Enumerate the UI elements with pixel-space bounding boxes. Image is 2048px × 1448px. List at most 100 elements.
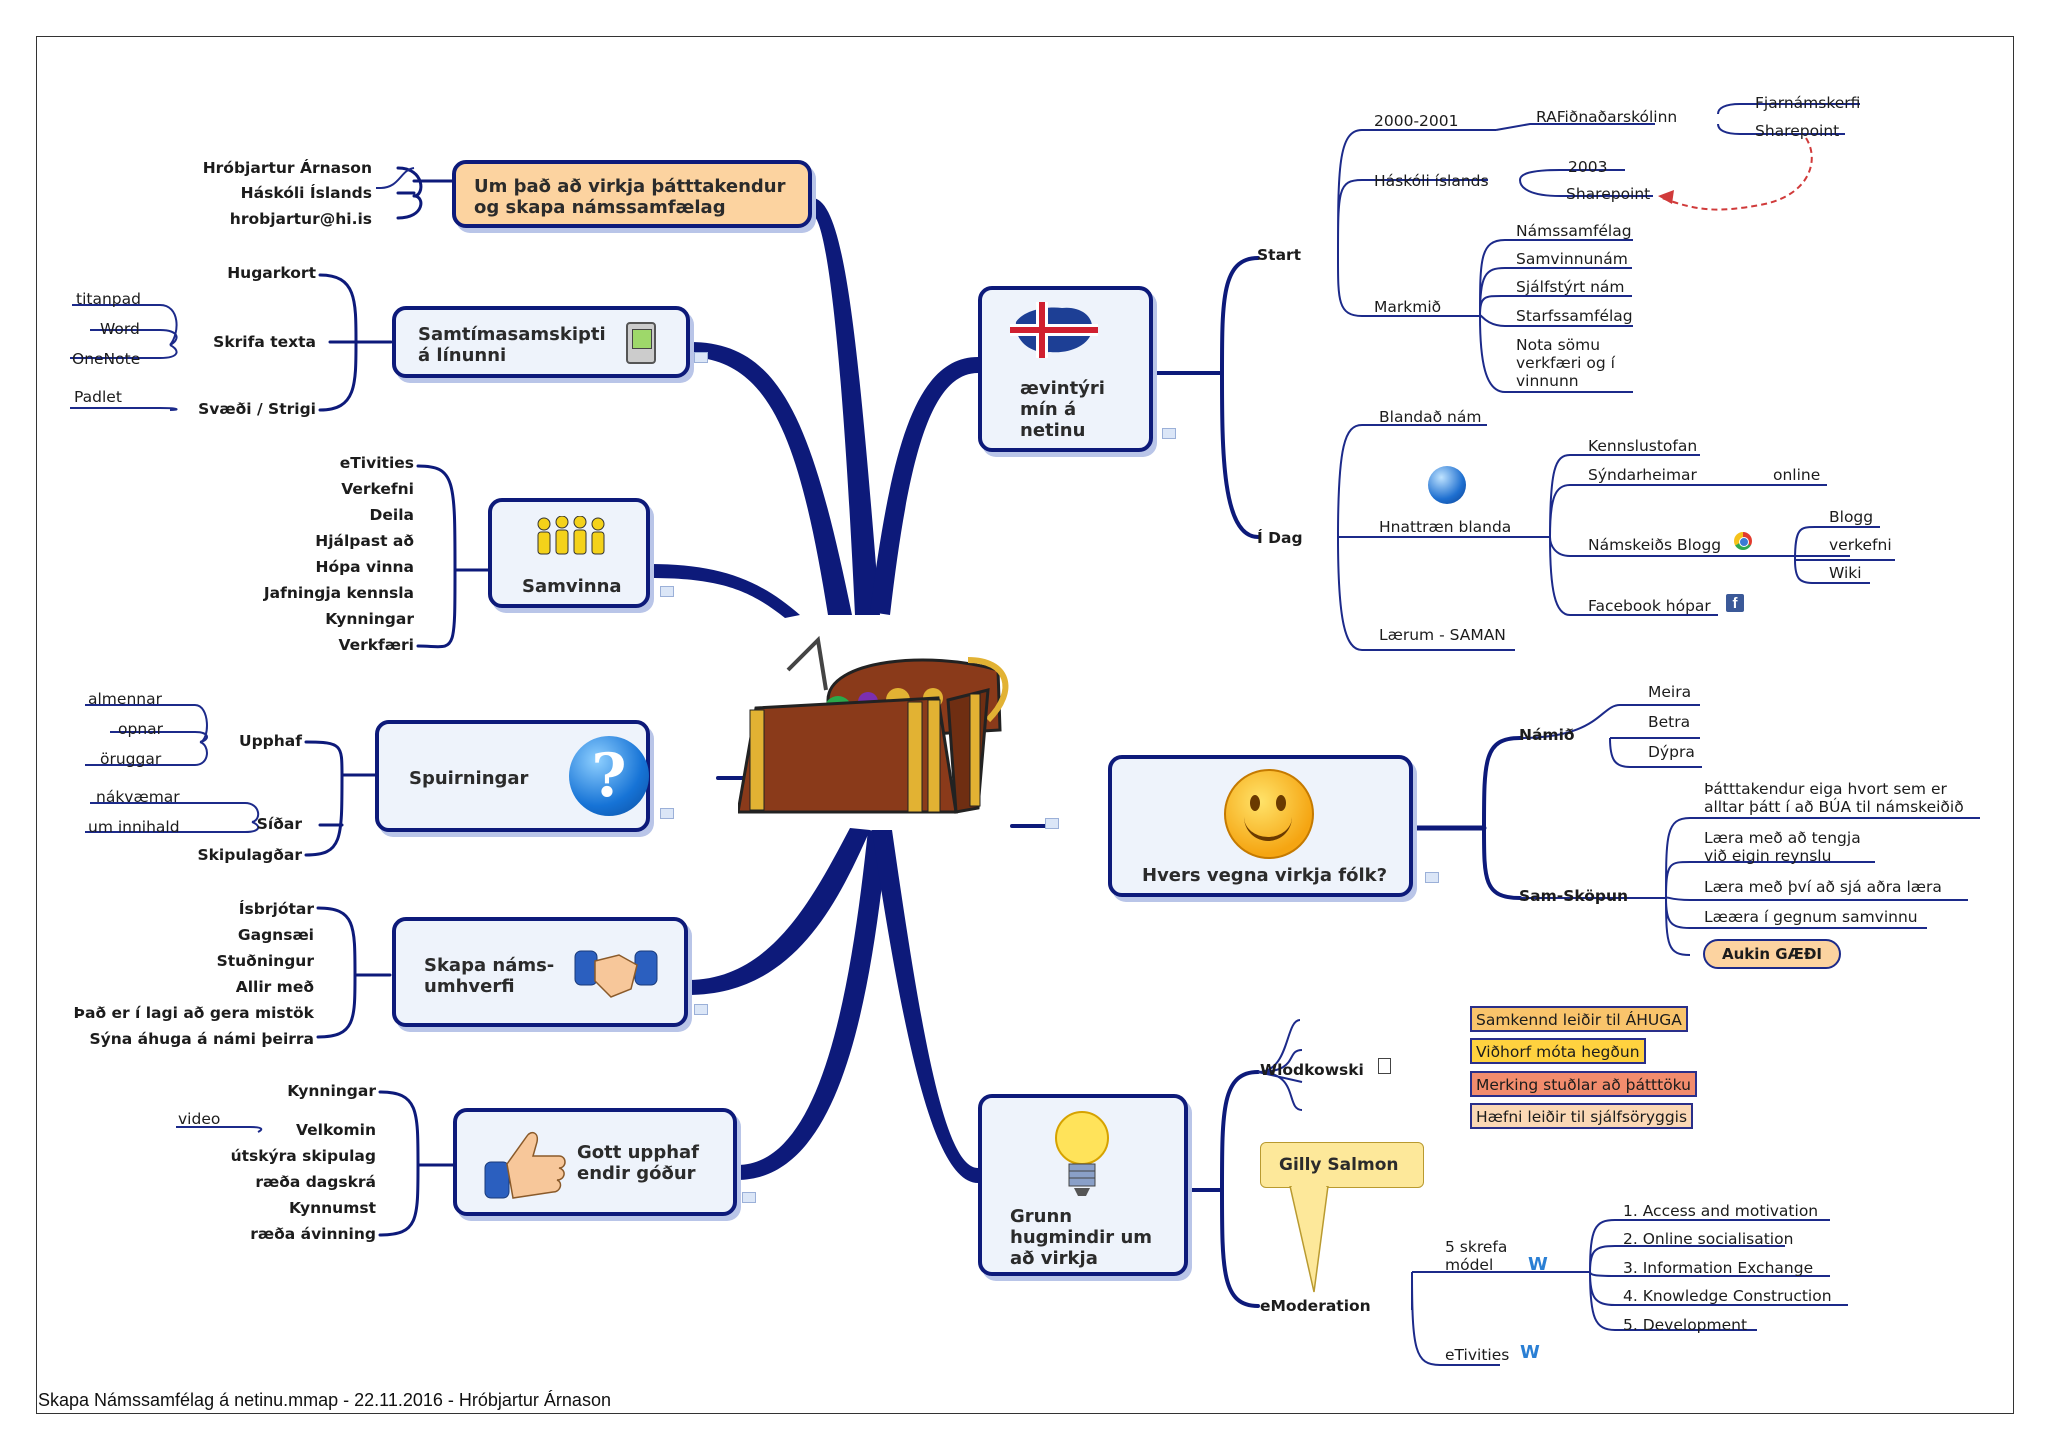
branch-hrobjartur xyxy=(812,198,880,615)
markmid-sub-item: Nota sömu verkfæri og í vinnunn xyxy=(1516,336,1615,390)
samvinna-item: Jafningja kennsla xyxy=(263,584,414,602)
start-rafidn: RAFiðnaðarskólinn xyxy=(1536,108,1678,126)
node-grunn[interactable]: Grunn hugmindir um að virkja xyxy=(978,1094,1188,1276)
markmid-sub-item: Starfssamfélag xyxy=(1516,307,1633,325)
idag-online: online xyxy=(1773,466,1821,484)
start-2000: 2000-2001 xyxy=(1374,112,1459,130)
callout-gilly: Gilly Salmon xyxy=(1260,1142,1424,1188)
start-hi: Háskóli íslands xyxy=(1374,172,1489,190)
note-icon[interactable] xyxy=(742,1192,756,1203)
node-skapa-title: Skapa náms- umhverfi xyxy=(424,955,555,997)
hvers-sam: Sam-Sköpun xyxy=(1519,887,1629,905)
node-hvers-title: Hvers vegna virkja fólk? xyxy=(1142,865,1388,886)
blogg-sub-item: Wiki xyxy=(1829,564,1862,582)
hrobjartur-item: Hróbjartur Árnason xyxy=(202,159,372,177)
blogg-sub-item: verkefni xyxy=(1829,536,1892,554)
thumbs-up-icon xyxy=(483,1126,569,1206)
samtima-item: Svæði / Strigi xyxy=(198,400,316,418)
note-icon[interactable] xyxy=(694,1004,708,1015)
node-skapa[interactable]: Skapa náms- umhverfi xyxy=(392,917,688,1027)
branch-skapa xyxy=(688,828,870,995)
hnattraen-sub-item: Facebook hópar xyxy=(1588,597,1711,615)
skapa-item: Ísbrjótar xyxy=(238,900,314,918)
branch-grunn xyxy=(872,830,978,1183)
hnattraen-sub-item: Sýndarheimar xyxy=(1588,466,1697,484)
node-aevintyri[interactable]: ævintýri mín á netinu xyxy=(978,286,1153,452)
start-markmid: Markmið xyxy=(1374,298,1442,316)
velkomin-sub-item: video xyxy=(178,1110,221,1128)
spurningar-item: Upphaf xyxy=(238,732,302,750)
light-bulb-icon xyxy=(1052,1110,1112,1200)
note-icon[interactable] xyxy=(1162,428,1176,439)
fimm-sub-item: 4. Knowledge Construction xyxy=(1623,1287,1832,1305)
node-aevintyri-title: ævintýri mín á netinu xyxy=(1020,378,1105,441)
node-gott[interactable]: Gott upphaf endir góður xyxy=(453,1108,737,1216)
idag-label: Í Dag xyxy=(1257,529,1303,547)
node-hrobjartur-title: Um það að virkja þátttakendur og skapa n… xyxy=(474,176,786,218)
node-hrobjartur[interactable]: Um það að virkja þátttakendur og skapa n… xyxy=(452,160,812,228)
skapa-item: Gagnsæi xyxy=(237,926,314,944)
skrifa-sub-item: OneNote xyxy=(72,350,141,368)
samvinna-item: Hjálpast að xyxy=(315,532,414,550)
callout-gilly-pointer xyxy=(1289,1186,1329,1293)
spurningar-item: Síðar xyxy=(256,815,302,833)
note-icon[interactable] xyxy=(660,586,674,597)
samvinna-item: Verkefni xyxy=(341,480,414,498)
people-group-icon xyxy=(534,515,612,558)
wlod-box: Merking stuðlar að þátttöku xyxy=(1470,1071,1698,1097)
branch-samvinna xyxy=(650,564,800,618)
skrifa-sub-item: titanpad xyxy=(76,290,141,308)
fimm-sub-item: 1. Access and motivation xyxy=(1623,1202,1819,1220)
start-label: Start xyxy=(1257,246,1302,264)
globe-icon xyxy=(1428,466,1466,504)
question-mark-icon: ? xyxy=(569,736,649,816)
samvinna-item: Hópa vinna xyxy=(315,558,414,576)
node-spurningar[interactable]: Spuirningar ? xyxy=(375,720,650,832)
hi-sub-item: Sharepoint xyxy=(1566,185,1651,203)
note-icon[interactable] xyxy=(1045,818,1059,829)
samvinna-item: eTivities xyxy=(339,454,414,472)
wlod-box: Viðhorf móta hegðun xyxy=(1470,1038,1646,1064)
gott-item: ræða ávinning xyxy=(250,1225,376,1243)
weebly-icon: W xyxy=(1528,1254,1548,1275)
samvinna-item: Deila xyxy=(369,506,414,524)
branch-aevintyri xyxy=(870,357,978,615)
note-icon[interactable] xyxy=(1425,872,1439,883)
wlod-box: Samkennd leiðir til ÁHUGA xyxy=(1470,1006,1688,1032)
fimm-sub-item: 2. Online socialisation xyxy=(1623,1230,1794,1248)
node-samvinna-title: Samvinna xyxy=(522,576,622,597)
sam-sub-item: Þátttakendur eiga hvort sem er alltar þá… xyxy=(1704,780,1964,816)
node-samtima[interactable]: Samtímasamskipti á línunni xyxy=(392,306,690,378)
skapa-item: Það er í lagi að gera mistök xyxy=(73,1004,314,1022)
hnattraen-sub-item: Kennslustofan xyxy=(1588,437,1698,455)
gott-item: Kynnumst xyxy=(288,1199,376,1217)
skapa-item: Allir með xyxy=(235,978,314,996)
upphaf-sub-item: opnar xyxy=(118,720,164,738)
branch-gott xyxy=(737,830,888,1180)
gott-item: Velkomin xyxy=(295,1121,376,1139)
smiley-face-icon xyxy=(1224,769,1314,859)
grunn-emod: eModeration xyxy=(1260,1297,1371,1315)
grunn-etiv: eTivities xyxy=(1445,1346,1510,1364)
aukin-gaedi-node[interactable]: Aukin GÆÐI xyxy=(1703,939,1841,969)
footer-caption: Skapa Námssamfélag á netinu.mmap - 22.11… xyxy=(38,1390,611,1410)
node-samtima-title: Samtímasamskipti á línunni xyxy=(418,324,606,366)
note-icon[interactable] xyxy=(694,352,708,363)
node-spurningar-title: Spuirningar xyxy=(409,768,529,789)
node-hvers[interactable]: Hvers vegna virkja fólk? xyxy=(1108,755,1413,897)
node-samvinna[interactable]: Samvinna xyxy=(488,498,650,608)
sam-sub-item: Lææra í gegnum samvinnu xyxy=(1704,908,1918,926)
idag-hnattraen: Hnattræn blanda xyxy=(1379,518,1512,536)
upphaf-sub-item: almennar xyxy=(88,690,162,708)
note-icon[interactable] xyxy=(660,808,674,819)
rafidn-sub-item: Fjarnámskerfi xyxy=(1755,94,1861,112)
sidar-sub-item: nákvæmar xyxy=(96,788,180,806)
gott-item: útskýra skipulag xyxy=(230,1147,376,1165)
sam-sub-item: Læra með að tengja við eigin reynslu xyxy=(1704,829,1861,865)
facebook-icon: f xyxy=(1726,594,1744,612)
document-icon xyxy=(1378,1058,1391,1074)
hi-sub-item: 2003 xyxy=(1568,158,1608,176)
node-gott-title: Gott upphaf endir góður xyxy=(577,1142,699,1184)
treasure-chest-icon xyxy=(736,630,1018,820)
idag-laerum: Lærum - SAMAN xyxy=(1379,626,1506,644)
